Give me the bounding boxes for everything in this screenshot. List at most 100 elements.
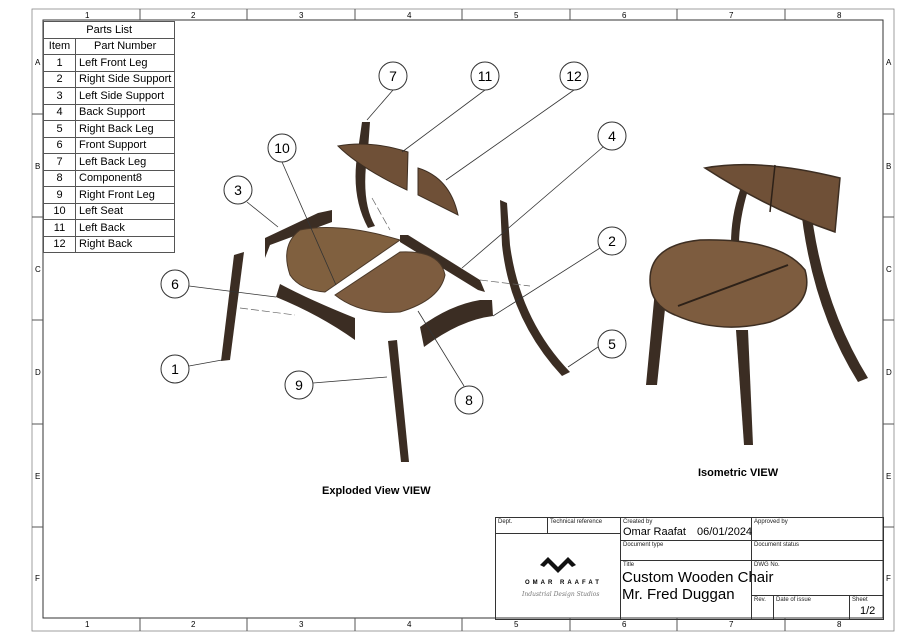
iso-front-leg-left [646, 290, 667, 385]
exploded-view-caption: Exploded View VIEW [322, 485, 431, 497]
component8 [334, 251, 446, 313]
balloon-number: 6 [171, 276, 179, 292]
isometric-view [646, 163, 868, 445]
row-label: A [35, 58, 41, 67]
column-label: 2 [191, 11, 196, 20]
balloon-circle [597, 121, 627, 151]
balloon-circle [559, 61, 589, 91]
balloon-number: 7 [389, 68, 397, 84]
column-label: 2 [191, 620, 196, 629]
row-label: C [35, 265, 41, 274]
balloon-number: 4 [608, 128, 616, 144]
part-name: Right Front Leg [74, 186, 176, 204]
part-name: Right Side Support [74, 70, 176, 88]
left-back-leg [355, 122, 375, 228]
dwg-no-label: DWG No. [754, 562, 780, 568]
balloon-circle [223, 175, 253, 205]
isometric-view-caption: Isometric VIEW [698, 467, 779, 479]
part-name: Right Back [74, 235, 176, 253]
right-side-support [420, 300, 493, 347]
logo-mark-icon [540, 557, 576, 573]
balloon-circle [284, 370, 314, 400]
part-name: Front Support [74, 136, 176, 154]
column-label: 5 [514, 11, 519, 20]
balloon-number: 9 [295, 377, 303, 393]
balloon-circle [378, 61, 408, 91]
sheet-value: 1/2 [860, 605, 876, 617]
iso-backrest [702, 163, 841, 234]
part-name: Left Seat [74, 202, 176, 220]
column-label: 4 [407, 11, 412, 20]
created-by-value: Omar Raafat [623, 526, 686, 538]
part-name: Component8 [74, 169, 176, 187]
column-label: 7 [729, 620, 734, 629]
row-label: E [35, 472, 41, 481]
row-label: C [886, 265, 892, 274]
column-label: 8 [837, 620, 842, 629]
column-label: 4 [407, 620, 412, 629]
right-back [417, 167, 459, 216]
logo-tagline: Industrial Design Studios [522, 591, 600, 598]
balloon-number: 11 [478, 68, 493, 84]
doc-type-label: Document type [623, 542, 664, 548]
right-front-leg [388, 340, 409, 462]
created-by-label: Created by [623, 519, 653, 525]
doc-status-label: Document status [754, 542, 800, 548]
balloon-number: 10 [274, 140, 290, 156]
balloon-circle [454, 385, 484, 415]
row-label: B [35, 162, 41, 171]
balloon-number: 8 [465, 392, 473, 408]
rev-label: Rev. [754, 597, 766, 603]
back-support [400, 235, 485, 292]
date-of-issue-label: Date of issue [776, 597, 812, 603]
balloon-circle [160, 269, 190, 299]
created-date: 06/01/2024 [697, 526, 753, 538]
sheet-label: Sheet [852, 597, 868, 603]
row-label: F [35, 574, 40, 583]
balloon-number: 1 [171, 361, 179, 377]
column-label: 1 [85, 620, 90, 629]
left-seat [286, 227, 402, 293]
column-label: 6 [622, 11, 627, 20]
column-label: 6 [622, 620, 627, 629]
column-label: 1 [85, 11, 90, 20]
iso-seat [649, 239, 808, 328]
balloon-number: 2 [608, 233, 616, 249]
balloon-circle [470, 61, 500, 91]
iso-front-leg-right [736, 330, 753, 445]
drawing-title: Custom Wooden Chair [622, 569, 774, 586]
right-back-leg [500, 200, 570, 376]
item-number: 12 [43, 235, 76, 253]
balloon-circle [160, 354, 190, 384]
balloon-circle [267, 133, 297, 163]
row-label: D [886, 368, 892, 377]
approved-by-label: Approved by [754, 519, 788, 525]
front-support [276, 284, 355, 340]
column-label: 7 [729, 11, 734, 20]
row-label: D [35, 368, 41, 377]
part-name: Left Back [74, 219, 176, 237]
row-label: E [886, 472, 892, 481]
column-label: 3 [299, 11, 304, 20]
row-label: A [886, 58, 892, 67]
row-label: F [886, 574, 891, 583]
row-label: B [886, 162, 892, 171]
left-front-leg [221, 252, 244, 361]
balloon-circle [597, 329, 627, 359]
logo-name: OMAR RAAFAT [525, 580, 602, 586]
balloon-circle [597, 226, 627, 256]
balloon-number: 12 [566, 68, 582, 84]
title-label: Title [623, 562, 635, 568]
tech-ref-label: Technical reference [550, 519, 603, 525]
left-back [336, 143, 409, 191]
sheet-cell [849, 595, 884, 620]
